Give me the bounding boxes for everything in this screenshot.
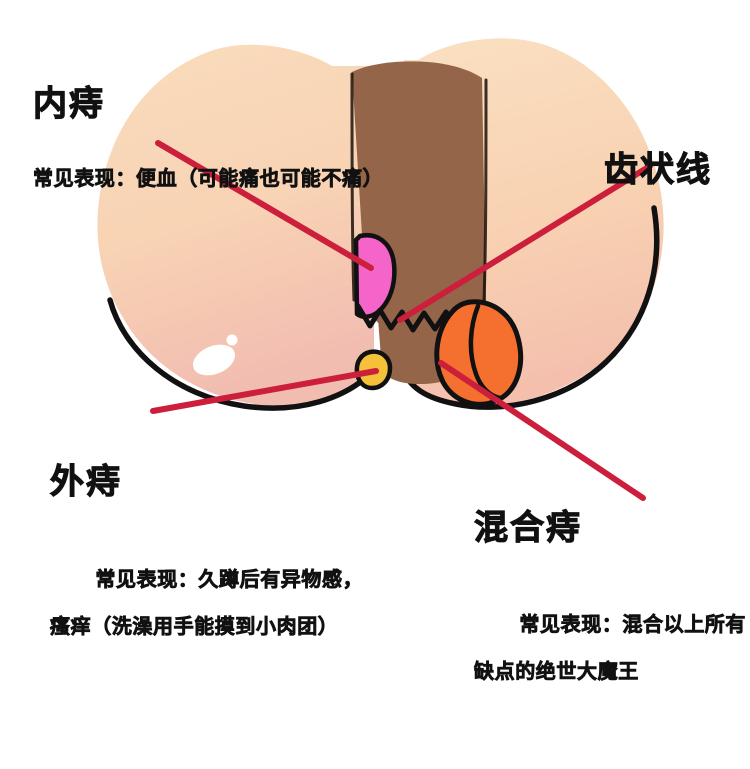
hemorrhoid-anatomy-illustration	[97, 38, 664, 501]
pointer-mixed-hemorrhoid	[438, 360, 646, 501]
label-external-description-line1: 常见表现：久蹲后有异物感，	[95, 567, 364, 592]
label-dentate-line: 齿状线	[603, 112, 712, 228]
label-external-hemorrhoid: 外痔 常见表现：久蹲后有异物感， 瘙痒（洗澡用手能摸到小肉团）	[49, 424, 363, 724]
label-external-description-line2: 瘙痒（洗澡用手能摸到小肉团）	[50, 614, 339, 639]
label-mixed-description: 常见表现：混合以上所有 缺点的绝世大魔王	[474, 590, 746, 732]
label-internal-hemorrhoid: 内痔 常见表现：便血（可能痛也可能不痛）	[32, 46, 384, 228]
label-internal-description: 常见表现：便血（可能痛也可能不痛）	[33, 165, 384, 190]
pointer-external-hemorrhoid	[150, 368, 379, 414]
skin-highlight	[192, 334, 238, 376]
left-buttock	[97, 44, 375, 411]
pointer-lines	[150, 140, 653, 501]
label-mixed-title: 混合痔	[473, 507, 582, 548]
label-external-description: 常见表现：久蹲后有异物感， 瘙痒（洗澡用手能摸到小肉团）	[50, 545, 363, 687]
label-mixed-description-line2: 缺点的绝世大魔王	[474, 659, 639, 684]
label-external-title: 外痔	[49, 461, 122, 502]
label-dentate-title: 齿状线	[603, 149, 712, 190]
label-internal-title: 内痔	[32, 83, 105, 124]
label-mixed-description-line1: 常见表现：混合以上所有	[519, 612, 746, 637]
label-mixed-hemorrhoid: 混合痔 常见表现：混合以上所有 缺点的绝世大魔王	[473, 470, 746, 769]
pointer-dentate-line	[397, 163, 653, 323]
diagram-canvas: 内痔 常见表现：便血（可能痛也可能不痛） 齿状线 外痔 常见表现：久蹲后有异物感…	[32, 38, 746, 684]
pointer-internal-hemorrhoid	[155, 140, 374, 271]
